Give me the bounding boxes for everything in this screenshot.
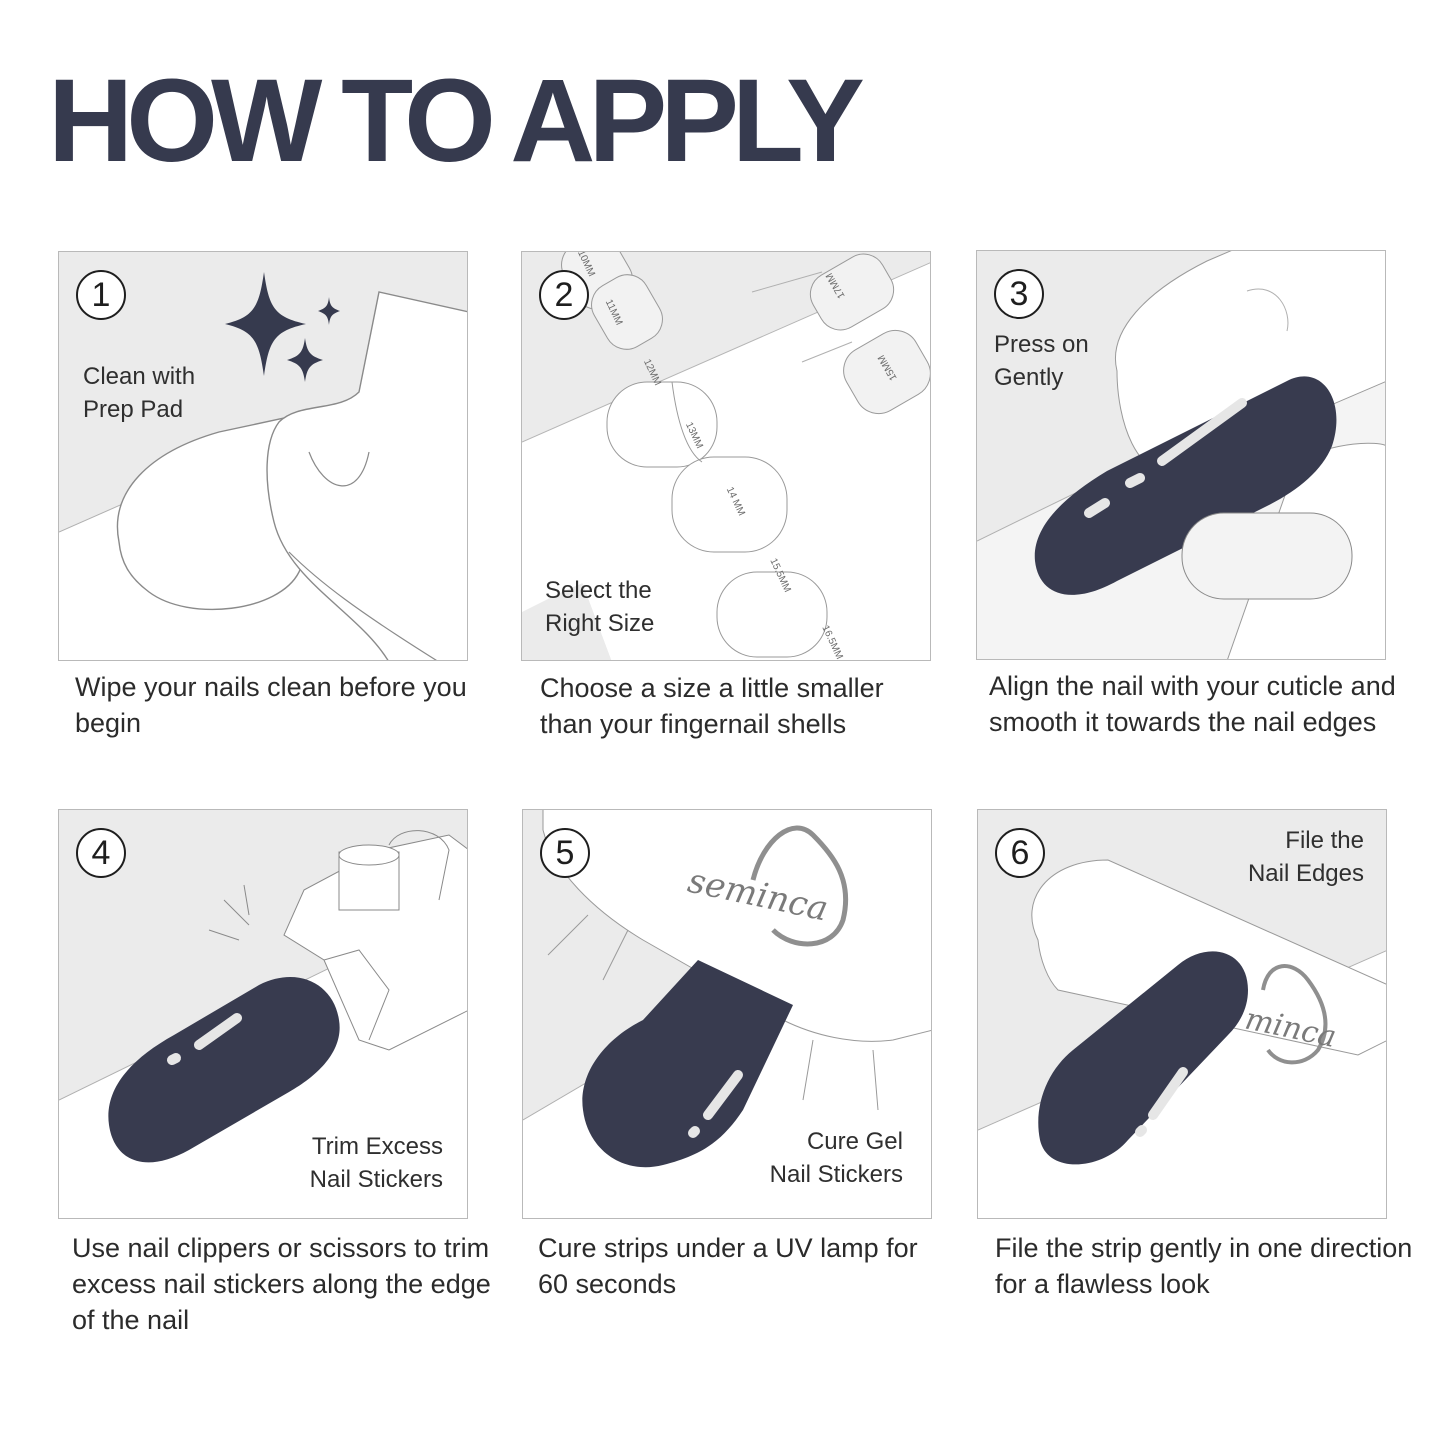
step-6-caption: File the strip gently in one direction f… [995, 1233, 1413, 1299]
step-5-panel: seminca 5 Cure Gel Nail Stickers [522, 809, 932, 1219]
step-1-caption: Wipe your nails clean before you begin [75, 672, 467, 738]
step-label: Press on Gently [994, 331, 1089, 391]
press-on-illustration [977, 251, 1385, 659]
file-edges-illustration: minca [978, 859, 1386, 1218]
step-number-badge: 1 [76, 270, 126, 320]
nail-size-chart-illustration [522, 252, 930, 660]
step-number-badge: 4 [76, 828, 126, 878]
heart-logo-icon [1261, 964, 1328, 1065]
step-6-panel: minca 6 File the Nail Edges [977, 809, 1387, 1219]
step-label: Select the Right Size [545, 577, 655, 637]
page-title: HOW TO APPLY [48, 55, 865, 187]
step-label: Trim Excess Nail Stickers [309, 1133, 443, 1193]
step-2-panel: 10MM 11MM 12MM 13MM 14 MM 15.5MM 16.5MM … [521, 251, 931, 661]
step-1-panel: 1 Clean with Prep Pad [58, 251, 468, 661]
sparkle-large-icon [225, 272, 306, 376]
step-label: File the Nail Edges [1247, 827, 1364, 887]
sparkle-tiny-icon [318, 297, 340, 325]
step-label: Cure Gel Nail Stickers [769, 1128, 903, 1188]
step-3-caption: Align the nail with your cuticle and smo… [989, 671, 1396, 737]
step-4-panel: 4 Trim Excess Nail Stickers [58, 809, 468, 1219]
trim-excess-illustration [59, 830, 467, 1218]
clean-with-pad-illustration [59, 272, 467, 660]
step-3-panel: 3 Press on Gently [976, 250, 1386, 660]
step-2-caption: Choose a size a little smaller than your… [540, 673, 884, 739]
step-number-badge: 3 [994, 269, 1044, 319]
nail-sticker [1034, 376, 1337, 595]
step-number-badge: 2 [539, 270, 589, 320]
uv-lamp-illustration: seminca [523, 810, 931, 1218]
step-label: Clean with Prep Pad [83, 363, 196, 423]
sparkle-small-icon [287, 338, 323, 382]
step-number-badge: 6 [995, 828, 1045, 878]
step-5-caption: Cure strips under a UV lamp for 60 secon… [538, 1233, 918, 1299]
step-4-caption: Use nail clippers or scissors to trim ex… [72, 1233, 491, 1335]
nail-clipper [283, 834, 467, 1051]
step-number-badge: 5 [540, 828, 590, 878]
heart-logo-icon [750, 825, 849, 947]
